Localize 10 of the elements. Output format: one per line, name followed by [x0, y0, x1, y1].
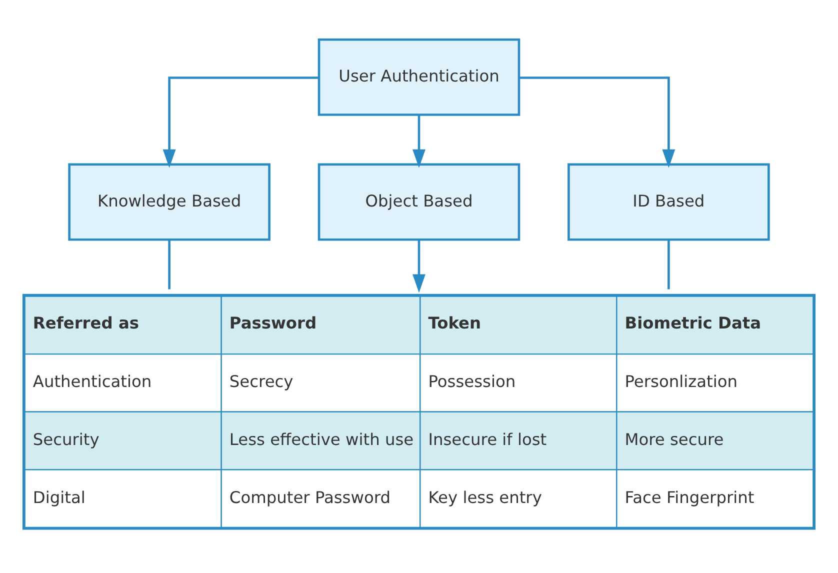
- arrow: [519, 76, 676, 168]
- node-box: ID Based: [568, 162, 770, 240]
- node-box: Object Based: [318, 162, 520, 240]
- node-box: User Authentication: [318, 38, 520, 116]
- connector: [168, 240, 170, 289]
- arrow: [412, 114, 426, 168]
- node-box: Knowledge Based: [68, 162, 270, 240]
- connector: [668, 240, 670, 289]
- arrow: [162, 76, 319, 168]
- arrow: [412, 240, 426, 292]
